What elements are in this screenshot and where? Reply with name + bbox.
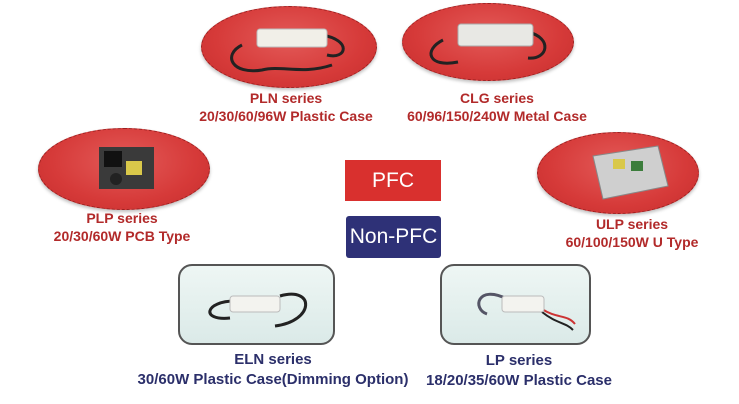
clg-ellipse[interactable] [402, 3, 574, 81]
lp-name: LP series [485, 352, 553, 369]
clg-product-image [429, 23, 547, 65]
clg-desc: 60/96/150/240W Metal Case [407, 108, 587, 124]
eln-name: ELN series [234, 351, 312, 368]
ulp-ellipse[interactable] [537, 132, 699, 214]
plp-ellipse[interactable] [38, 128, 210, 210]
pln-product-image [230, 28, 345, 73]
eln-product-image [208, 292, 308, 328]
eln-box[interactable] [178, 264, 335, 345]
pln-ellipse[interactable] [201, 6, 377, 88]
ulp-name: ULP series [595, 216, 669, 232]
ulp-caption: ULP series 60/100/150W U Type [566, 215, 699, 251]
lp-desc: 18/20/35/60W Plastic Case [426, 372, 612, 389]
ulp-product-image [592, 145, 669, 200]
eln-desc: 30/60W Plastic Case(Dimming Option) [137, 371, 409, 388]
clg-name: CLG series [460, 90, 534, 106]
plp-product-image [99, 147, 154, 189]
pln-caption: PLN series 20/30/60/96W Plastic Case [199, 89, 373, 125]
lp-product-image [477, 292, 576, 331]
lp-caption: LP series 18/20/35/60W Plastic Case [426, 351, 612, 391]
plp-desc: 20/30/60W PCB Type [53, 228, 191, 244]
lp-box[interactable] [440, 264, 591, 345]
pfc-label[interactable]: PFC [345, 160, 441, 201]
pln-name: PLN series [249, 90, 323, 106]
ulp-desc: 60/100/150W U Type [565, 234, 699, 250]
clg-caption: CLG series 60/96/150/240W Metal Case [407, 89, 587, 125]
plp-name: PLP series [86, 210, 158, 226]
nonpfc-label[interactable]: Non-PFC [346, 216, 441, 258]
plp-caption: PLP series 20/30/60W PCB Type [54, 209, 191, 245]
eln-caption: ELN series 30/60W Plastic Case(Dimming O… [138, 350, 409, 390]
pln-desc: 20/30/60/96W Plastic Case [199, 108, 373, 124]
